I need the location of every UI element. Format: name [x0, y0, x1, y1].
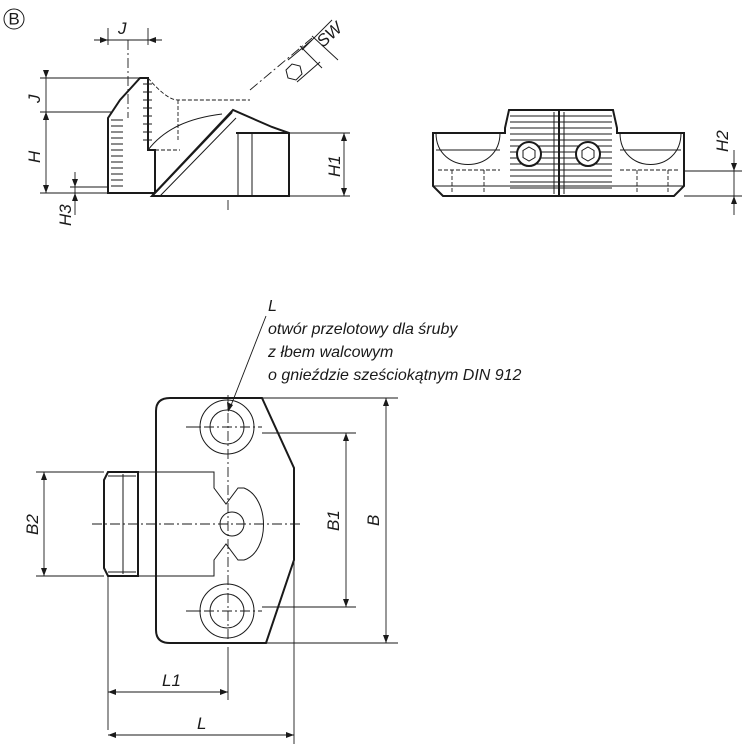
dim-label-h: H [25, 150, 44, 163]
side-view: J SW J H H3 H1 [25, 17, 350, 226]
front-view: H2 [432, 109, 742, 215]
dim-label-l1: L1 [162, 671, 181, 690]
view-marker-label: B [8, 10, 19, 29]
callout-line-1: L [268, 298, 277, 315]
dim-label-b1: B1 [324, 510, 343, 531]
dim-label-sw: SW [313, 17, 348, 51]
callout-line-4: o gnieździe sześciokątnym DIN 912 [268, 367, 522, 384]
dim-label-j-left: J [25, 94, 44, 104]
dim-label-h1: H1 [325, 155, 344, 177]
dim-label-h2: H2 [713, 130, 732, 152]
view-marker: B [3, 8, 25, 30]
callout-line-3: z łbem walcowym [267, 344, 393, 361]
dim-label-b: B [364, 515, 383, 526]
callout-line-2: otwór przelotowy dla śruby [268, 321, 458, 338]
callout-note: L otwór przelotowy dla śruby z łbem walc… [267, 298, 522, 384]
dim-label-j-top: J [117, 19, 127, 38]
dim-label-h3: H3 [56, 204, 75, 226]
top-view: B2 B1 B L1 L [23, 315, 398, 744]
dim-label-l: L [197, 714, 206, 733]
dim-label-b2: B2 [23, 514, 42, 535]
